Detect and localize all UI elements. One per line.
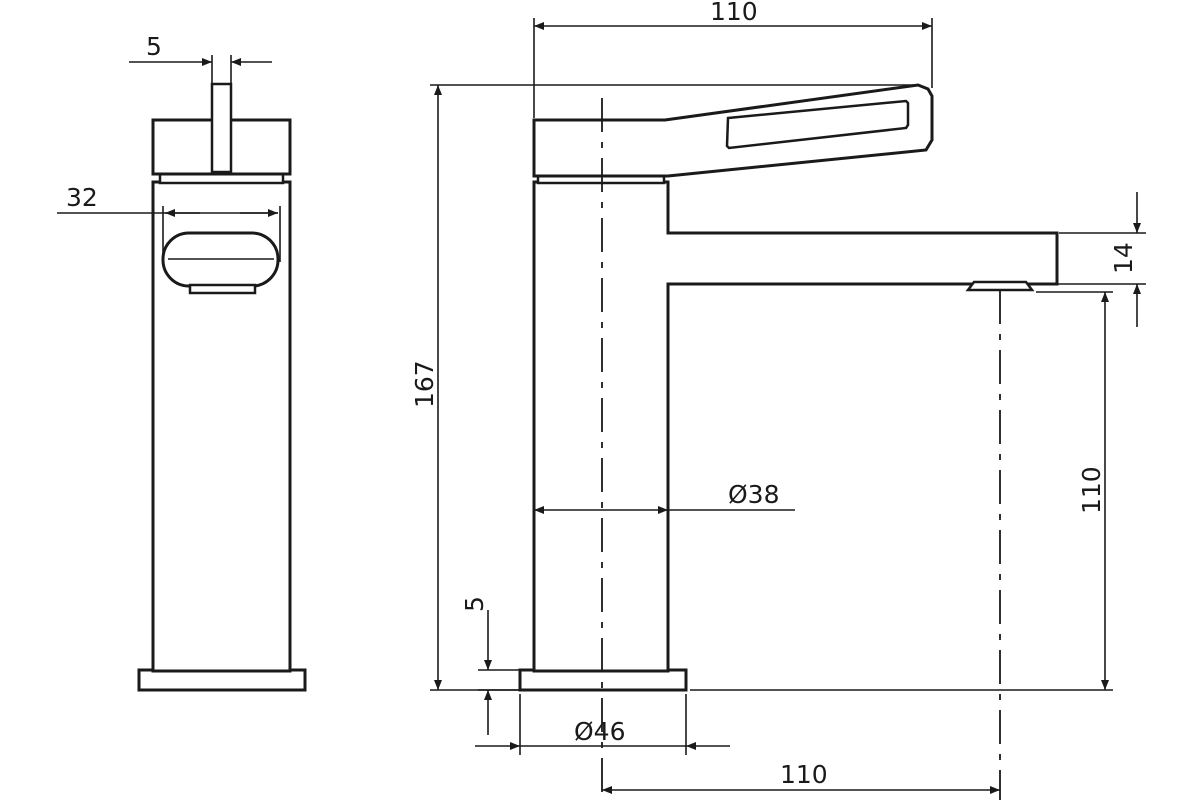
base-thickness-label: 5 [460, 596, 489, 612]
body-diameter-label: Ø38 [728, 480, 780, 509]
side-aerator-width-label: 32 [66, 183, 98, 212]
spout-thickness-label: 14 [1109, 242, 1138, 274]
front-base-plate [518, 668, 688, 692]
side-handle-width-dimension: 5 [129, 32, 272, 86]
side-view: 5 32 [57, 32, 307, 692]
spout-reach-label: 110 [780, 760, 828, 789]
spout-reach-dimension: 110 [602, 760, 1000, 794]
base-diameter-dimension: Ø46 [475, 694, 730, 755]
front-lever-slot [725, 99, 910, 150]
spout-thickness-dimension: 14 [1031, 192, 1146, 327]
base-diameter-label: Ø46 [574, 717, 626, 746]
spout-clearance-label: 110 [1077, 466, 1106, 514]
side-aerator [188, 283, 257, 295]
front-aerator [965, 280, 1035, 292]
spout-clearance-dimension: 110 [690, 291, 1113, 691]
side-aerator-width-dimension: 32 [57, 183, 281, 262]
body-diameter-dimension: Ø38 [534, 480, 795, 514]
top-width-dimension: 110 [533, 0, 933, 118]
side-lever [210, 82, 233, 174]
base-thickness-dimension: 5 [460, 596, 520, 735]
front-body-and-spout [532, 180, 1059, 673]
side-base-plate [137, 668, 307, 692]
side-handle-width-label: 5 [146, 32, 162, 61]
front-view [518, 83, 1059, 800]
top-width-label: 110 [710, 0, 758, 26]
total-height-dimension: 167 [410, 84, 918, 691]
total-height-label: 167 [410, 360, 439, 408]
